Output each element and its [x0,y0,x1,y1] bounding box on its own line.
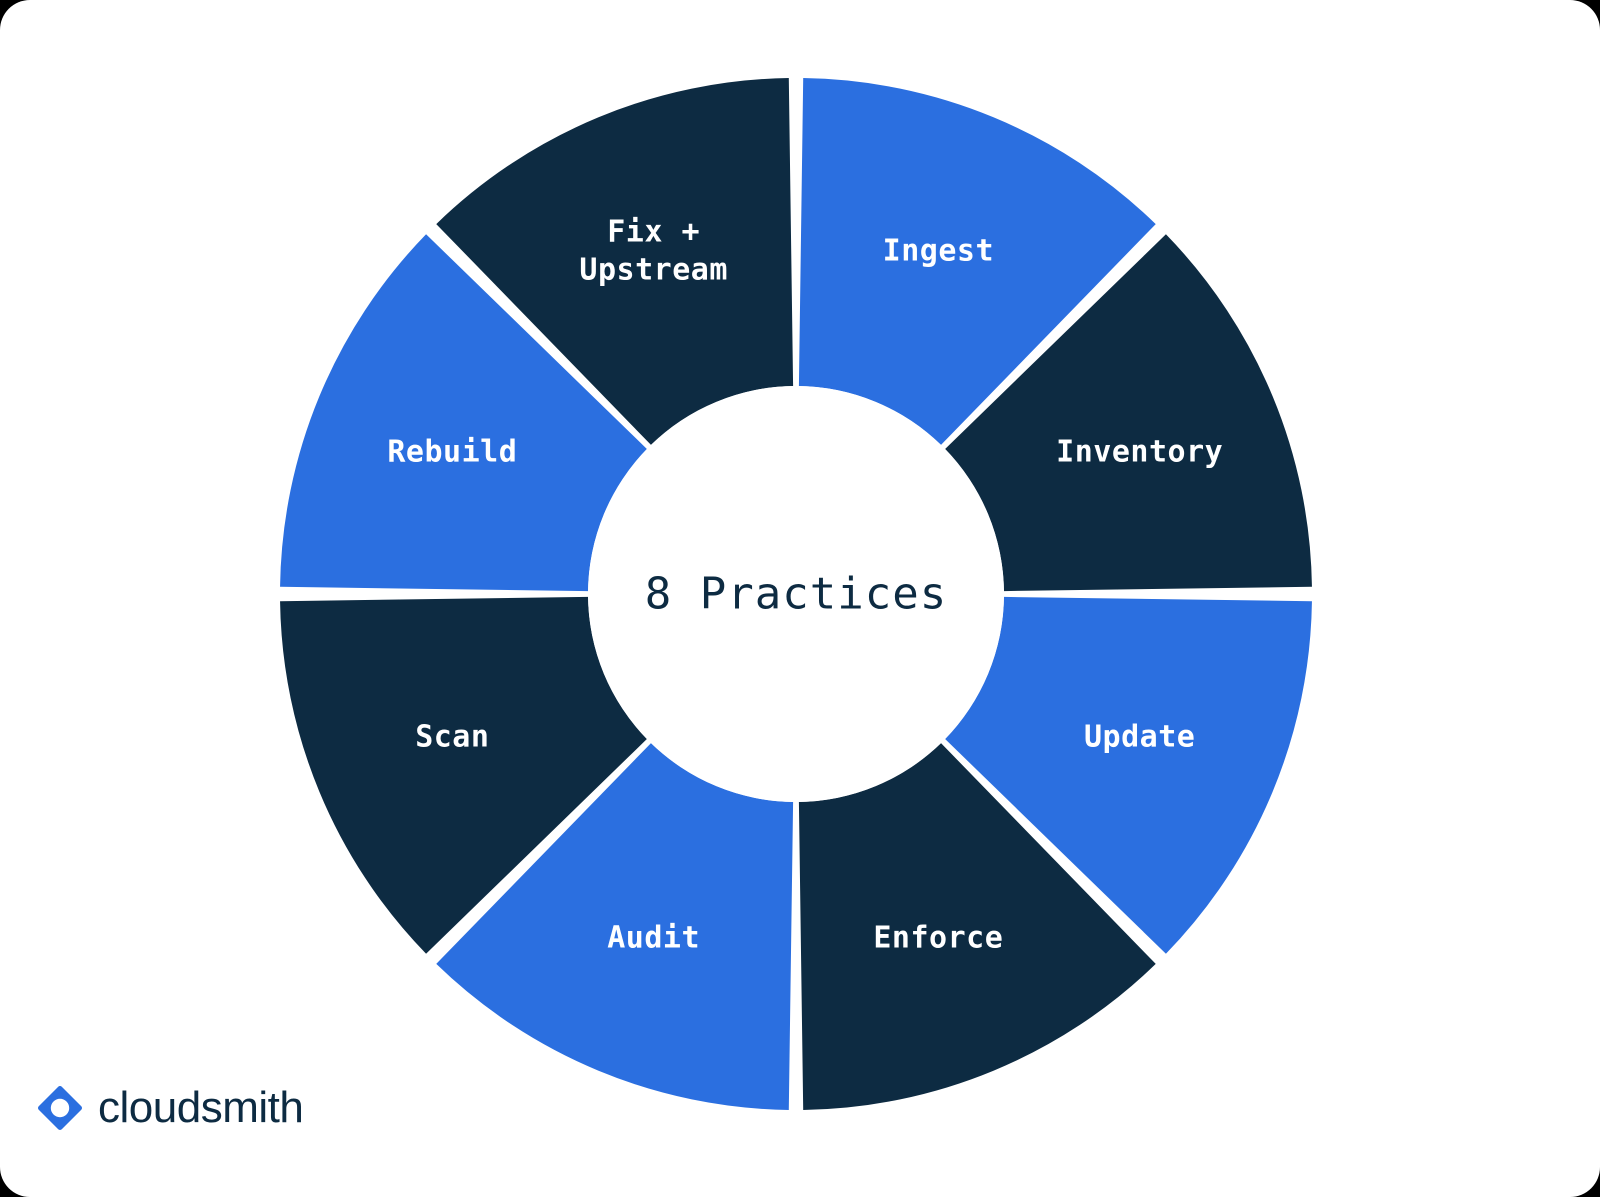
donut-slice-label: Update [1084,719,1195,754]
donut-slice-label: Enforce [873,920,1003,955]
diamond-hole [50,1098,70,1118]
donut-slice-update[interactable] [945,596,1312,954]
donut-center-hole [588,386,1004,802]
donut-slice-label: Scan [415,719,489,754]
donut-slice-rebuild[interactable] [280,234,647,592]
donut-slice-enforce[interactable] [798,743,1156,1110]
cloudsmith-diamond-icon [38,1086,82,1130]
donut-slice-label: Ingest [883,233,994,268]
cloudsmith-logo: cloudsmith [38,1083,304,1132]
donut-slice-group [280,78,1312,1110]
donut-slice-inventory[interactable] [945,234,1312,592]
donut-center-label: 8 Practices [645,569,947,620]
donut-slice-ingest[interactable] [798,78,1156,445]
donut-slice-scan[interactable] [280,596,647,954]
donut-slice-label: Fix +Upstream [579,214,728,287]
brand-wordmark: cloudsmith [98,1083,304,1132]
donut-slice-label: Rebuild [387,434,517,469]
donut-slice-audit[interactable] [436,743,794,1110]
donut-slice-fix-upstream[interactable] [436,78,794,445]
donut-slice-label: Audit [607,920,700,955]
donut-slice-label: Inventory [1056,434,1223,469]
